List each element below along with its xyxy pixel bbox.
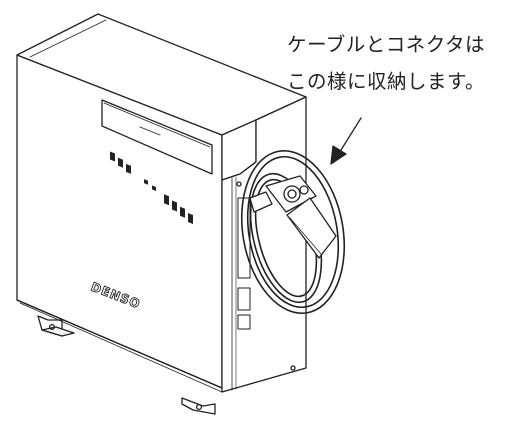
connector-cover <box>286 197 337 259</box>
cabinet-side-face <box>221 96 307 393</box>
callout-line-2: この様に収納します。 <box>286 70 486 93</box>
callout-arrow <box>330 117 362 165</box>
cable-connector <box>249 175 317 213</box>
control-panel <box>101 99 213 224</box>
callout-line-1: ケーブルとコネクタは <box>286 33 486 56</box>
base-feet <box>37 315 216 415</box>
panel-indicators <box>110 151 193 224</box>
storage-instruction-callout: ケーブルとコネクタは この様に収納します。 <box>271 26 501 100</box>
